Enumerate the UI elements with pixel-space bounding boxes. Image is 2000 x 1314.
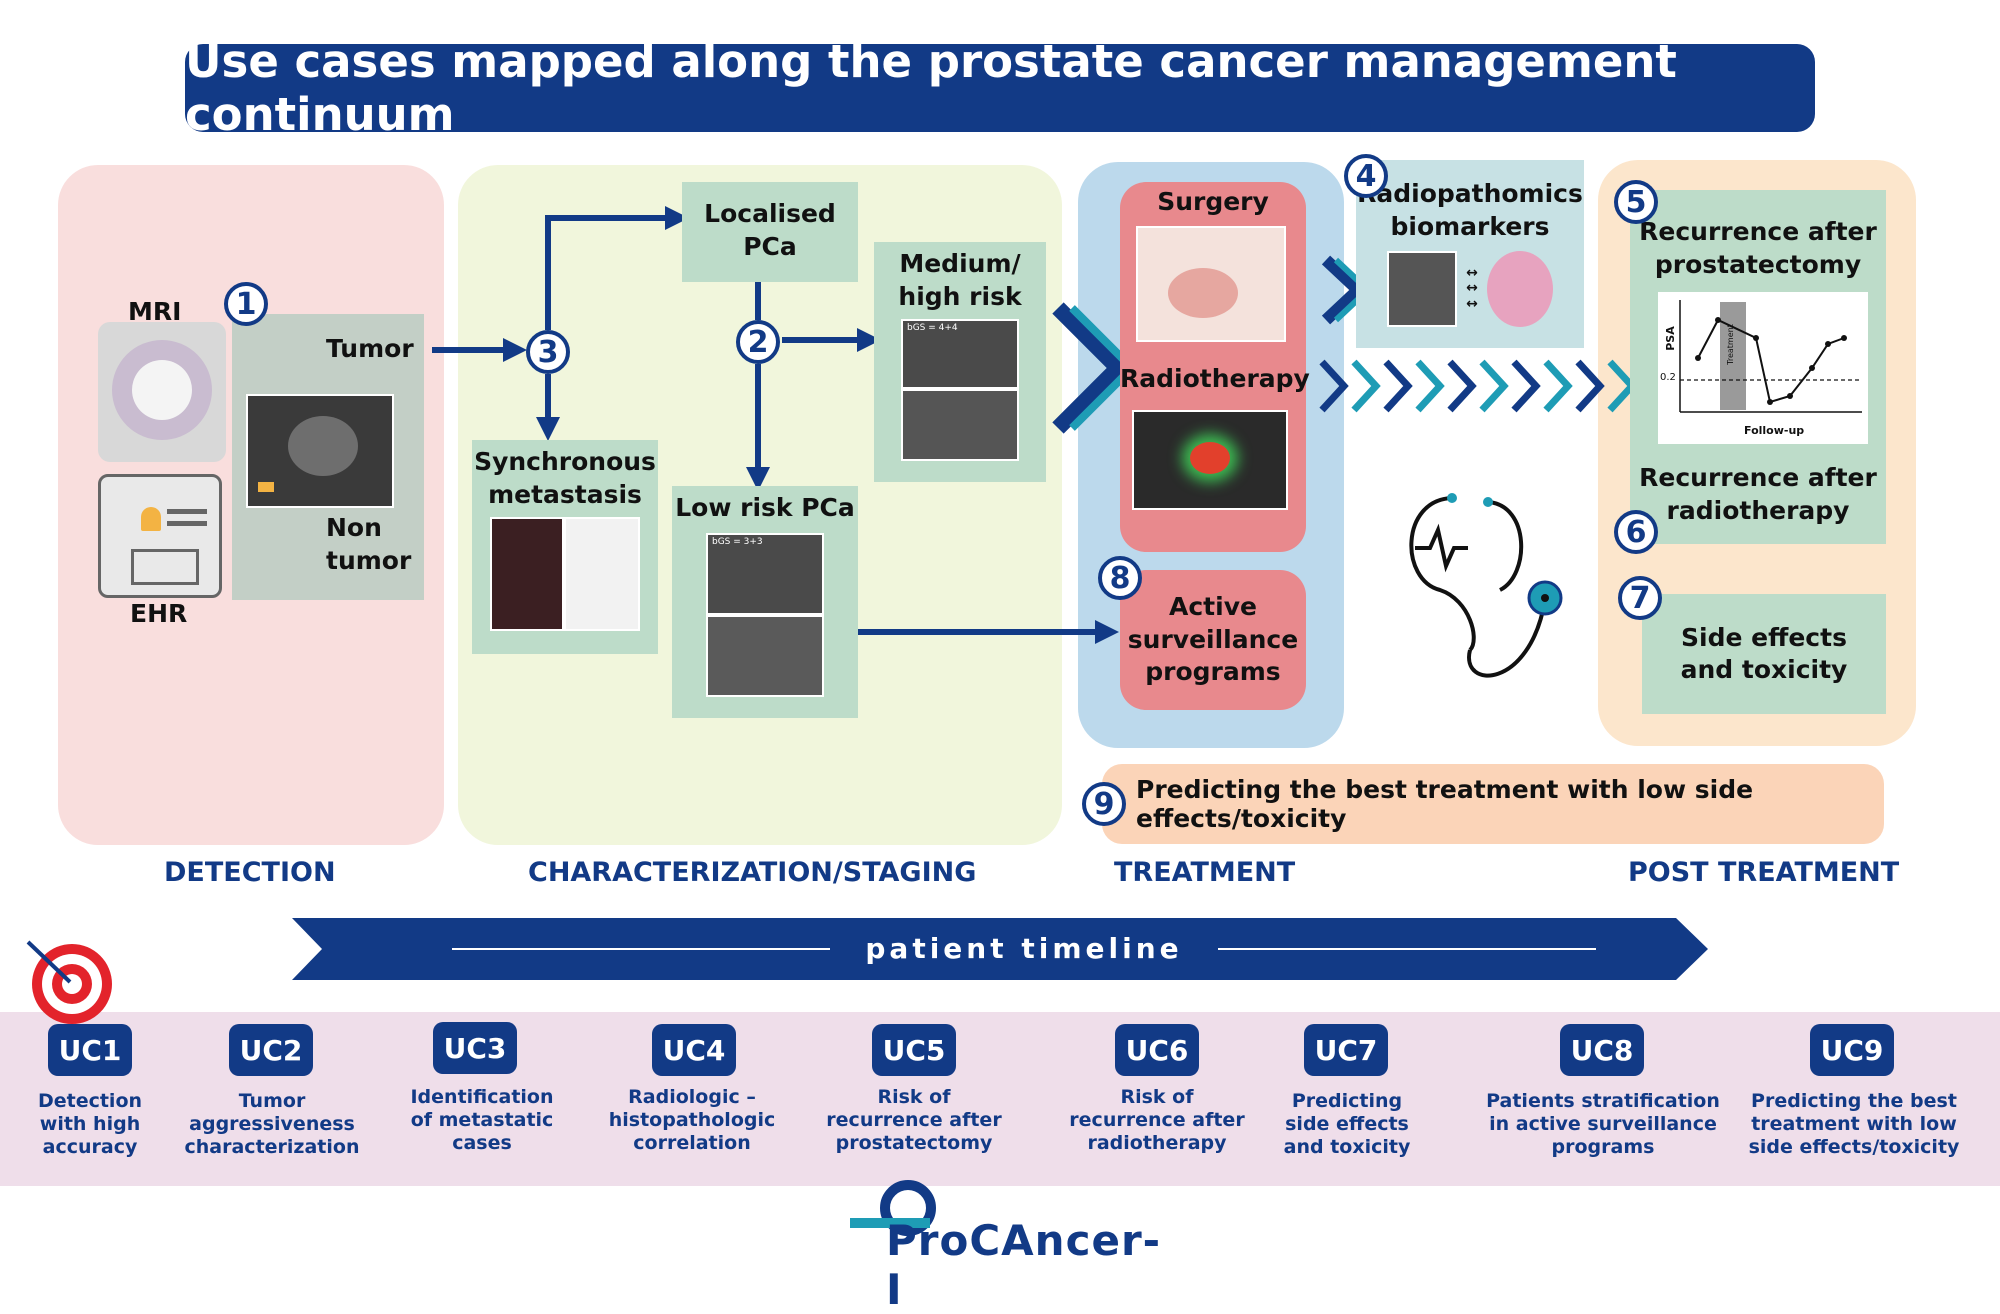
radiopathomics-box: Radiopathomics biomarkers ↔↔↔ [1356,160,1584,348]
low-risk-pca-box: Low risk PCa bGS = 3+3 [672,486,858,718]
step-8-marker: 8 [1098,556,1142,600]
low-risk-mri-image: bGS = 3+3 [706,532,824,615]
high-risk-mri-image: bGS = 4+4 [901,319,1019,389]
step-1-marker: 1 [224,282,268,326]
step-3-marker: 3 [526,330,570,374]
radiotherapy-label: Radiotherapy [1120,364,1310,393]
uc8-description: Patients stratification in active survei… [1486,1090,1720,1158]
uc1-badge: UC1 [48,1024,132,1076]
uc4-badge: UC4 [652,1024,736,1076]
phase-characterization-label: CHARACTERIZATION/STAGING [528,857,977,888]
phase-detection-label: DETECTION [164,857,336,888]
prostate-mri-image [246,394,394,508]
uc1-description: Detection with high accuracy [37,1090,143,1158]
recurrence-radiotherapy-label: Recurrence after radiotherapy [1639,463,1877,525]
uc7-description: Predicting side effects and toxicity [1283,1090,1411,1158]
active-surveillance-box: Active surveillance programs [1120,570,1306,710]
step-9-marker: 9 [1082,782,1126,826]
surgery-image [1136,226,1286,342]
medium-high-risk-label: Medium/ high risk [898,249,1022,311]
active-surveillance-label: Active surveillance programs [1127,592,1299,687]
mri-scanner-icon [98,322,226,462]
arrows-icon: ↔↔↔ [1466,264,1478,312]
bone-scan-image [564,517,640,631]
uc3-description: Identification of metastatic cases [410,1086,554,1154]
logo-bar-mark [850,1218,930,1228]
synchronous-metastasis-label: Synchronous metastasis [474,447,656,509]
uc6-description: Risk of recurrence after radiotherapy [1069,1086,1245,1154]
uc6-badge: UC6 [1115,1024,1199,1076]
page-title: Use cases mapped along the prostate canc… [185,35,1815,141]
side-effects-label: Side effects and toxicity [1680,622,1848,685]
surgery-label: Surgery [1157,187,1269,216]
ehr-label: EHR [130,599,188,628]
uc5-description: Risk of recurrence after prostatectomy [826,1086,1002,1154]
non-tumor-label: Non tumor [326,513,412,575]
recurrence-prostatectomy-label: Recurrence after prostatectomy [1639,217,1877,279]
uc8-badge: UC8 [1560,1024,1644,1076]
high-risk-gs-tag: bGS = 4+4 [907,323,958,333]
threshold-label: 0.2 [1660,372,1676,383]
uc4-description: Radiologic – histopathologic correlation [608,1086,776,1154]
uc2-badge: UC2 [229,1024,313,1076]
localised-pca-box: Localised PCa [682,182,858,282]
procancer-logo: ProCAncer-I [850,1180,1160,1314]
low-risk-mri-image-2 [706,614,824,697]
synchronous-metastasis-box: Synchronous metastasis [472,440,658,654]
step-4-marker: 4 [1344,154,1388,198]
target-icon [26,940,112,1024]
step-6-marker: 6 [1614,510,1658,554]
side-effects-box: Side effects and toxicity [1642,594,1886,714]
predicting-banner: Predicting the best treatment with low s… [1102,764,1884,844]
followup-axis-label: Follow-up [1744,424,1805,437]
tumor-label: Tumor [326,334,414,363]
uc7-badge: UC7 [1304,1024,1388,1076]
uc5-badge: UC5 [872,1024,956,1076]
predicting-banner-label: Predicting the best treatment with low s… [1136,775,1754,833]
psa-chart: PSA 0.2 Treatment Follow-up [1658,292,1868,444]
medium-high-risk-box: Medium/ high risk bGS = 4+4 [874,242,1046,482]
uc9-badge: UC9 [1810,1024,1894,1076]
localised-pca-label: Localised PCa [704,199,836,261]
step-7-marker: 7 [1618,576,1662,620]
timeline-label: patient timeline [865,932,1183,965]
radiopathomics-label: Radiopathomics biomarkers [1357,179,1583,241]
low-risk-pca-label: Low risk PCa [675,493,855,522]
phase-post-treatment-label: POST TREATMENT [1628,857,1900,888]
metastasis-ct-image [490,517,564,631]
logo-text: ProCAncer-I [886,1216,1162,1314]
low-risk-gs-tag: bGS = 3+3 [712,536,763,547]
uc9-description: Predicting the best treatment with low s… [1748,1090,1960,1158]
radiotherapy-ct-image [1132,410,1288,510]
high-risk-mri-image-2 [901,389,1019,461]
phase-treatment-label: TREATMENT [1114,857,1296,888]
ehr-document-icon [98,474,222,598]
radiopathomics-images: ↔↔↔ [1387,251,1553,327]
mri-label: MRI [128,297,182,326]
logo-circle-mark [880,1180,936,1236]
uc3-badge: UC3 [433,1022,517,1074]
step-5-marker: 5 [1614,180,1658,224]
use-case-strip [0,1012,2000,1186]
step-2-marker: 2 [736,320,780,364]
uc2-description: Tumor aggressiveness characterization [184,1090,360,1158]
